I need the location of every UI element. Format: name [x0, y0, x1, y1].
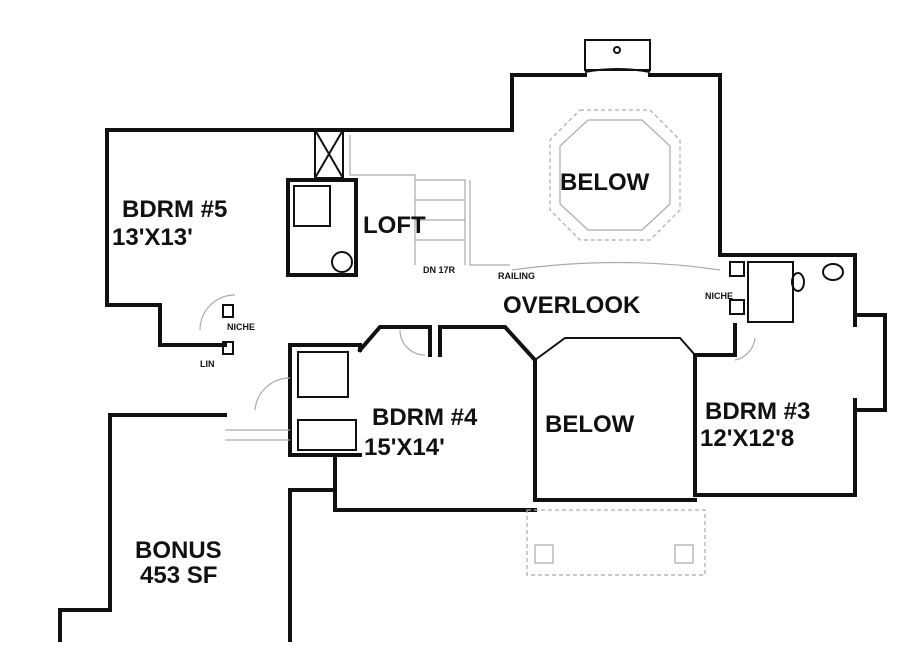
overlook-label: OVERLOOK — [503, 292, 641, 319]
railing-label: RAILING — [498, 271, 535, 281]
stairs-label: DN 17R — [423, 265, 456, 275]
niche-right-label: NICHE — [705, 291, 733, 301]
fireplace — [584, 39, 651, 71]
below-bottom-label: BELOW — [545, 411, 635, 438]
bdrm4-size: 15'X14' — [364, 434, 445, 461]
bonus-name: BONUS — [135, 537, 222, 564]
loft-label: LOFT — [363, 212, 426, 239]
linen-label: LIN — [200, 359, 215, 369]
bdrm5-name: BDRM #5 — [122, 196, 227, 223]
light-lines — [199, 109, 756, 576]
bdrm4-name: BDRM #4 — [372, 404, 478, 431]
below-top-label: BELOW — [560, 169, 650, 196]
bdrm5-size: 13'X13' — [112, 224, 193, 251]
bdrm3-size: 12'X12'8 — [700, 425, 794, 452]
bdrm3-name: BDRM #3 — [705, 398, 810, 425]
bonus-size: 453 SF — [140, 562, 217, 589]
labels: BDRM #5 13'X13' LOFT BELOW OVERLOOK BDRM… — [112, 169, 810, 589]
niche-left-label: NICHE — [227, 322, 255, 332]
walls — [58, 39, 887, 642]
